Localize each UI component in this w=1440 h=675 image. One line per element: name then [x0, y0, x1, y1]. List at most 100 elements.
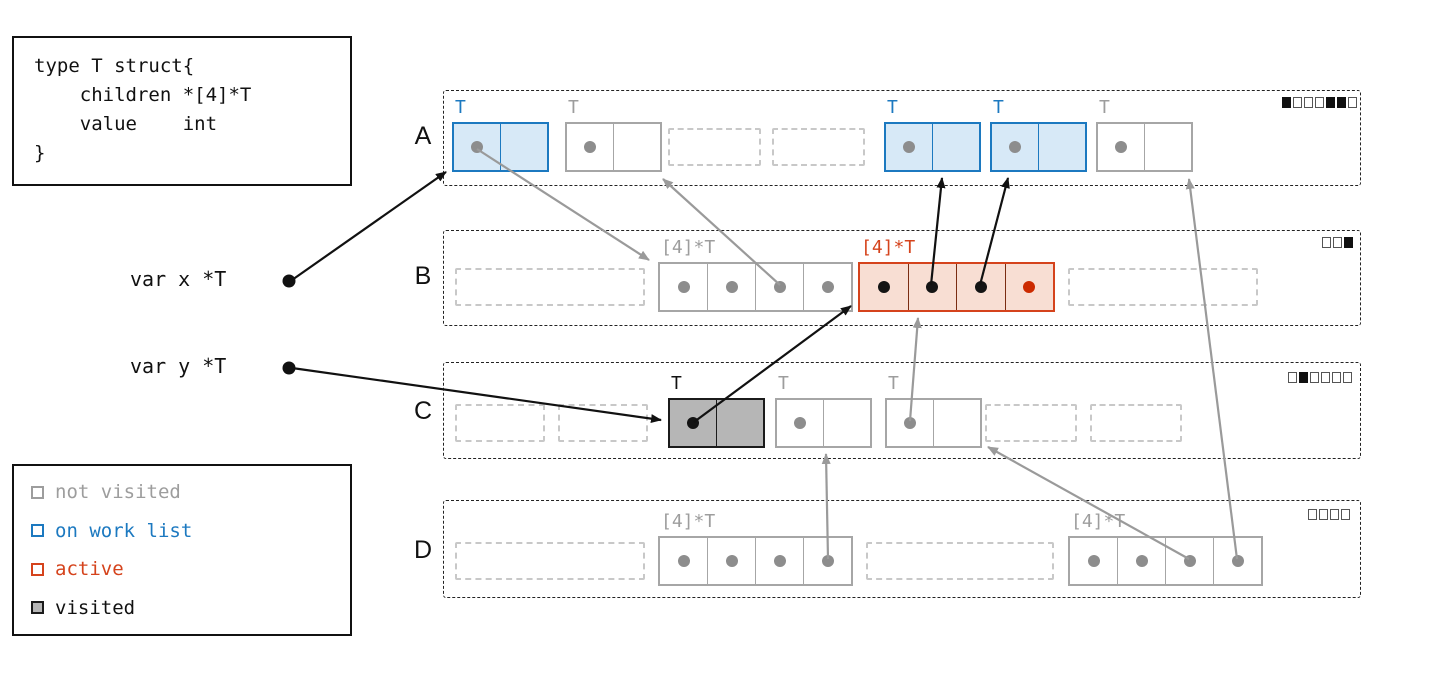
row-label-d: D [413, 536, 433, 564]
code-line: } [34, 142, 46, 164]
pointer-dot [1087, 555, 1100, 567]
legend-label: not visited [55, 481, 181, 503]
array-elem [803, 538, 851, 584]
value-field [933, 400, 980, 446]
type-label: [4]*T [661, 237, 716, 258]
code-line: children *[4]*T [34, 84, 252, 106]
free-slot [455, 404, 545, 442]
children-field [992, 124, 1038, 170]
pointer-dot [725, 555, 738, 567]
var-x-label: var x *T [130, 267, 227, 291]
var-y-dot [282, 361, 296, 375]
array-elem [1165, 538, 1213, 584]
object-a5: T [1096, 97, 1193, 172]
children-field [887, 400, 933, 446]
work-list-swatch-icon [31, 524, 44, 538]
row-label-a: A [414, 122, 432, 150]
pointer-dot [794, 417, 806, 429]
type-label: T [455, 97, 466, 118]
active-swatch-icon [31, 562, 44, 576]
object-c3: T [885, 373, 982, 448]
allocation-bitmap-a [1282, 97, 1357, 108]
object-c2: T [775, 373, 872, 448]
type-label: T [887, 97, 898, 118]
bitmap-cell-empty [1341, 509, 1350, 520]
array-elem [755, 538, 803, 584]
legend: not visited on work list active visited [12, 464, 352, 636]
array-elem [860, 264, 908, 310]
array-elem [660, 538, 707, 584]
pointer-dot [773, 555, 786, 567]
legend-label: on work list [55, 519, 193, 542]
bitmap-cell-filled [1344, 237, 1353, 248]
scan-cursor-dot [1023, 281, 1036, 293]
type-definition-box: type T struct{ children *[4]*T value int… [12, 36, 352, 186]
pointer-dot [1009, 141, 1021, 153]
code-line: value int [34, 113, 218, 135]
bitmap-cell-filled [1282, 97, 1291, 108]
memory-span-d [443, 500, 1361, 598]
children-field [454, 124, 500, 170]
array-d1: [4]*T [658, 511, 853, 586]
array-elem [1070, 538, 1117, 584]
free-slot [558, 404, 648, 442]
type-label: [4]*T [1071, 511, 1126, 532]
array-d2: [4]*T [1068, 511, 1263, 586]
array-elem [707, 538, 755, 584]
legend-item-active: active [31, 558, 333, 580]
pointer-dot [584, 141, 596, 153]
free-slot [1068, 268, 1258, 306]
visited-swatch-icon [31, 601, 44, 615]
bitmap-cell-empty [1321, 372, 1330, 383]
free-slot [668, 128, 761, 166]
type-label: [4]*T [661, 511, 716, 532]
type-label: T [993, 97, 1004, 118]
pointer-dot [773, 281, 786, 293]
bitmap-cell-filled [1337, 97, 1346, 108]
bitmap-cell-empty [1315, 97, 1324, 108]
pointer-dot [904, 417, 916, 429]
legend-item-not-visited: not visited [31, 481, 333, 503]
value-field [716, 400, 763, 446]
pointer-dot [677, 281, 690, 293]
code-line: type T struct{ [34, 55, 195, 77]
value-field [932, 124, 979, 170]
array-elem [660, 264, 707, 310]
value-field [500, 124, 547, 170]
children-field [886, 124, 932, 170]
type-label: T [778, 373, 789, 394]
legend-label: active [55, 558, 124, 581]
not-visited-swatch-icon [31, 485, 44, 499]
pointer-dot [1183, 555, 1196, 567]
bitmap-cell-empty [1343, 372, 1352, 383]
bitmap-cell-filled [1299, 372, 1308, 383]
value-field [613, 124, 660, 170]
value-field [823, 400, 870, 446]
bitmap-cell-empty [1348, 97, 1357, 108]
type-label: T [568, 97, 579, 118]
object-a2: T [565, 97, 662, 172]
type-label: T [888, 373, 899, 394]
children-field [670, 400, 716, 446]
allocation-bitmap-b [1322, 237, 1353, 248]
array-b2-active: [4]*T [858, 237, 1055, 312]
value-field [1038, 124, 1085, 170]
bitmap-cell-empty [1310, 372, 1319, 383]
pointer-dot [687, 417, 699, 429]
var-y-label: var y *T [130, 354, 227, 378]
bitmap-cell-filled [1326, 97, 1335, 108]
object-c1-visited: T [668, 373, 765, 448]
allocation-bitmap-c [1288, 372, 1352, 383]
array-elem [1213, 538, 1261, 584]
legend-label: visited [55, 596, 136, 619]
legend-item-visited: visited [31, 597, 333, 619]
free-slot [455, 542, 645, 580]
pointer-dot [877, 281, 890, 293]
array-elem [755, 264, 803, 310]
bitmap-cell-empty [1333, 237, 1342, 248]
value-field [1144, 124, 1191, 170]
pointer-dot [1135, 555, 1148, 567]
var-x-dot [282, 274, 296, 288]
allocation-bitmap-d [1308, 509, 1350, 520]
